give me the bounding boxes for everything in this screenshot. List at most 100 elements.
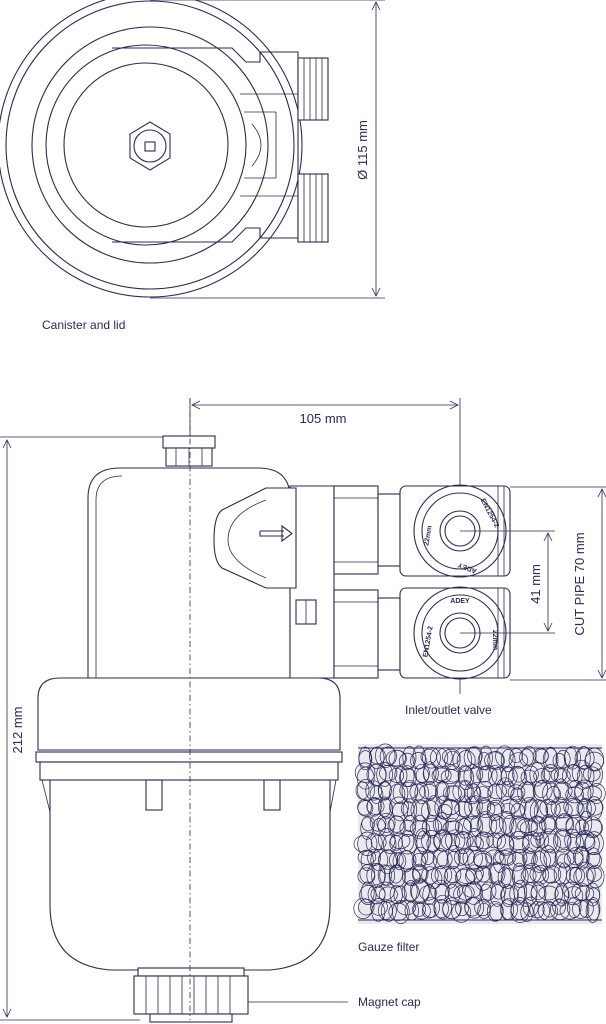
- valve-upper-size: 22mm: [423, 525, 433, 546]
- gauze-loop: [421, 903, 437, 919]
- gauze-loop: [562, 764, 583, 788]
- gauze-loop: [451, 902, 472, 923]
- gauze-loop: [500, 798, 520, 814]
- gauze-loop: [476, 780, 494, 799]
- gauze-loop: [423, 761, 437, 784]
- bleed-plug: [162, 435, 216, 467]
- gauze-loop: [366, 763, 387, 786]
- gauze-loop: [409, 820, 430, 837]
- gauze-loop: [376, 762, 393, 787]
- gauze-loop: [586, 796, 603, 821]
- gauze-loop: [422, 884, 437, 905]
- gauze-loop: [433, 894, 452, 920]
- gauze-loop: [419, 784, 438, 800]
- gauze-loop: [365, 780, 383, 801]
- gauze-loop: [500, 766, 518, 787]
- gauze-loop: [578, 899, 594, 918]
- gauze-loop: [467, 849, 488, 872]
- gauze-loop: [410, 752, 427, 770]
- canister-lower-body: [35, 677, 343, 971]
- gauze-loop: [389, 835, 403, 851]
- gauze-loop: [510, 787, 524, 803]
- height-label: 212 mm: [10, 707, 25, 754]
- gauze-loop: [539, 828, 559, 853]
- gauze-loop: [492, 832, 506, 850]
- gauze-loop: [487, 750, 505, 771]
- gauze-loop: [359, 864, 376, 884]
- gauze-loop: [353, 835, 373, 853]
- gauze-loop: [433, 828, 453, 852]
- gauze-loop: [572, 899, 590, 919]
- gauze-loop: [370, 886, 386, 902]
- gauze-loop: [369, 785, 384, 804]
- gauze-loop: [436, 850, 453, 868]
- gauze-loop: [553, 828, 572, 853]
- gauze-loop: [366, 797, 382, 817]
- gauze-loop: [412, 901, 426, 917]
- gauze-loop: [473, 852, 492, 869]
- gauze-loop: [520, 769, 537, 786]
- gauze-loop: [434, 864, 453, 885]
- gauze-loop: [454, 849, 468, 866]
- gauze-loop: [559, 901, 581, 920]
- gauze-loop: [402, 746, 417, 769]
- gauze-loop: [442, 820, 464, 836]
- gauze-loop: [414, 828, 432, 852]
- top-pipe-lower: [297, 173, 329, 243]
- gauze-loop: [542, 865, 562, 884]
- gauze-loop: [500, 868, 515, 889]
- gauze-loop: [376, 813, 396, 833]
- gauze-loop: [388, 767, 405, 783]
- spacing-label: 41 mm: [528, 564, 543, 604]
- gauze-loop: [463, 764, 482, 789]
- gauze-loop: [587, 783, 606, 804]
- gauze-loop: [480, 881, 497, 901]
- gauze-loop: [546, 786, 561, 803]
- gauze-loop: [394, 766, 408, 785]
- gauze-loop: [359, 885, 377, 905]
- gauze-loop: [474, 866, 493, 891]
- gauze-loop: [542, 782, 560, 805]
- gauze-loop: [414, 782, 429, 805]
- gauze-loop: [495, 745, 514, 768]
- gauze-loop: [587, 762, 603, 787]
- gauze-loop: [538, 885, 559, 901]
- gauze-loop: [476, 813, 498, 838]
- gauze-loop: [360, 881, 375, 904]
- gauze-loop: [379, 746, 397, 767]
- gauze-loop: [454, 801, 473, 817]
- gauze-loop: [543, 848, 558, 868]
- valve-caption: Inlet/outlet valve: [405, 703, 492, 717]
- gauze-loop: [388, 749, 407, 768]
- gauze-loop: [585, 899, 600, 923]
- gauze-loop: [565, 814, 586, 836]
- gauze-loop: [578, 797, 592, 821]
- gauze-loop: [486, 802, 503, 821]
- gauze-loop: [530, 832, 545, 848]
- gauze-loop: [479, 745, 493, 771]
- gauze-loop: [361, 816, 376, 832]
- filter-caption: Gauze filter: [358, 940, 419, 954]
- gauze-loop: [524, 765, 539, 783]
- gauze-loop: [455, 900, 469, 917]
- gauze-loop: [487, 800, 505, 815]
- gauze-loop: [566, 763, 581, 782]
- gauze-loop: [379, 764, 398, 782]
- gauze-loop: [453, 884, 473, 905]
- gauze-loop: [447, 844, 461, 869]
- gauze-loop: [554, 848, 575, 868]
- gauze-loop: [584, 833, 600, 855]
- gauze-loop: [554, 885, 570, 904]
- gauze-loop: [380, 900, 397, 922]
- gauze-loop: [425, 814, 439, 839]
- gauze-loop: [421, 849, 435, 865]
- gauze-loop: [496, 833, 515, 857]
- gauze-loop: [544, 746, 558, 770]
- gauze-loop: [507, 852, 526, 872]
- gauze-loop: [419, 885, 437, 901]
- gauze-loop: [355, 781, 370, 800]
- gauze-loop: [509, 835, 530, 853]
- gauze-loop: [466, 783, 481, 803]
- gauze-loop: [574, 779, 594, 802]
- gauze-loop: [531, 851, 548, 873]
